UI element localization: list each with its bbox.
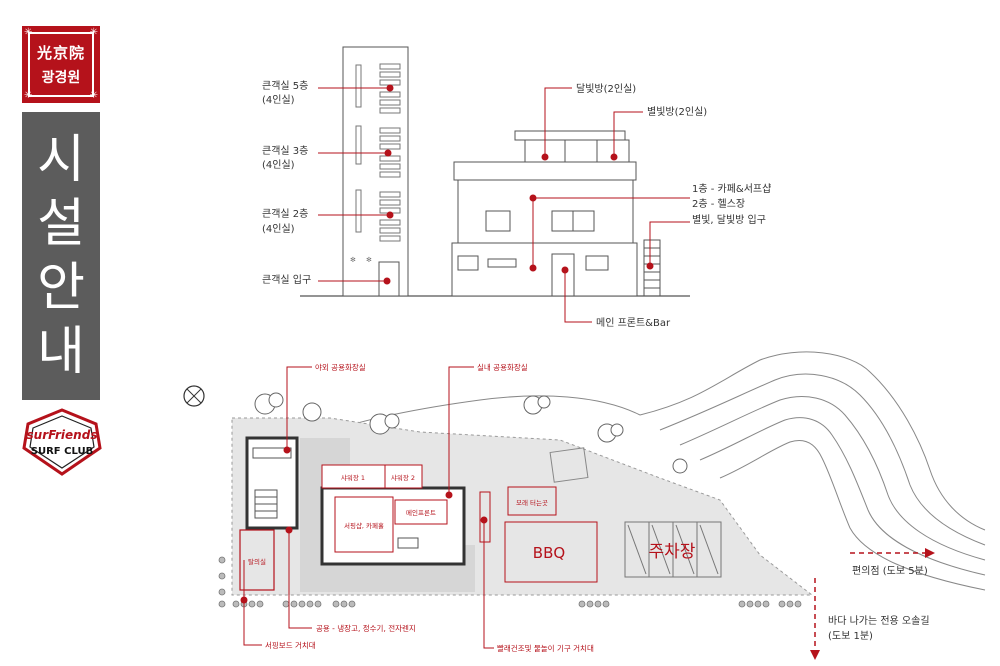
trees xyxy=(254,392,688,474)
label-beach-path-time: (도보 1분) xyxy=(828,630,873,642)
label-moonlight-room: 달빛방(2인실) xyxy=(576,83,636,95)
main-building-window xyxy=(585,255,609,271)
main-building-second-floor xyxy=(457,179,634,244)
starlight-room xyxy=(596,139,630,163)
surf-club-emblem: surFriends SURF CLUB xyxy=(22,408,102,476)
main-building-roof xyxy=(514,130,626,141)
label-surfboard-rack: 서핑보드 거치대 xyxy=(265,640,316,650)
site-plan-view: 야외 공용화장실 실내 공용화장실 공용 - 냉장고, 정수기, 전자렌지 서핑… xyxy=(183,351,986,660)
surf-emblem-shield xyxy=(22,408,102,476)
label-large-room-entrance: 큰객실 입구 xyxy=(262,273,311,286)
label-shower-2: 샤워장 2 xyxy=(391,473,415,482)
label-floor1-cafe: 1층 - 카페&서프샵 xyxy=(692,183,771,195)
label-sand-wash: 모래 터는곳 xyxy=(516,498,548,507)
label-shower-1: 샤워장 1 xyxy=(341,473,365,482)
tall-building-slit-window xyxy=(355,189,362,233)
label-outdoor-restroom: 야외 공용화장실 xyxy=(315,362,366,372)
brand-logo-hangul: 광경원 xyxy=(41,70,81,86)
label-changing-room: 탈의실 xyxy=(248,557,266,566)
main-front-desk xyxy=(394,499,448,525)
label-floor3-capacity: (4인실) xyxy=(262,159,295,171)
label-bbq: BBQ xyxy=(533,544,565,562)
surf-emblem-inner-shield xyxy=(29,415,95,469)
tall-building-light-icon: ✻ xyxy=(350,256,356,264)
arrow-down-icon xyxy=(810,650,820,660)
laundry-rack xyxy=(479,491,491,543)
logo-star-icon: ✳ xyxy=(24,27,33,38)
main-building-top-rail xyxy=(453,161,637,181)
page-title: 시설안내 xyxy=(37,130,85,382)
terrain-contours xyxy=(329,351,986,591)
brand-logo: 光京院 광경원 ✳ ✳ ✳ ✳ xyxy=(22,26,100,103)
direction-convenience-store: 편의점 (도보 5분) xyxy=(850,548,935,577)
parking-lot xyxy=(624,521,722,578)
tall-building-slit-window xyxy=(355,125,362,165)
label-beach-path: 바다 나가는 전용 오솔길 xyxy=(828,614,930,627)
sand-wash-area xyxy=(507,486,557,516)
main-building xyxy=(451,87,690,323)
label-parking: 주차장 xyxy=(649,542,696,562)
label-floor3: 큰객실 3층 xyxy=(262,145,308,157)
main-building-window xyxy=(457,255,479,271)
main-building-sign xyxy=(487,258,517,268)
surf-shop-cafe-hall xyxy=(334,496,394,553)
logo-star-icon: ✳ xyxy=(89,27,98,38)
plan-table xyxy=(397,537,419,549)
label-surf-shop-cafe: 서핑샵, 카페홀 xyxy=(344,521,384,530)
label-floor2: 큰객실 2층 xyxy=(262,208,308,220)
label-starlight-room: 별빛방(2인실) xyxy=(647,106,707,118)
logo-star-icon: ✳ xyxy=(24,90,33,101)
main-building-door xyxy=(551,253,575,297)
brand-logo-frame: 光京院 광경원 xyxy=(28,32,94,97)
surf-logo-top-text: surFriends xyxy=(27,428,98,442)
label-floor5: 큰객실 5층 xyxy=(262,80,308,92)
outdoor-restroom-fixture xyxy=(252,447,292,459)
label-floor2-gym: 2층 - 헬스장 xyxy=(692,198,745,210)
shower-room-2 xyxy=(384,464,423,489)
label-convenience-store: 편의점 (도보 5분) xyxy=(852,565,928,577)
title-panel: 시설안내 xyxy=(22,112,100,400)
tall-building-slit-window xyxy=(355,64,362,108)
tall-building: ✻ ✻ xyxy=(318,46,409,297)
label-shared-appliances: 공용 - 냉장고, 정수기, 전자렌지 xyxy=(316,623,416,633)
compass-circle-x-icon xyxy=(183,385,205,407)
logo-star-icon: ✳ xyxy=(89,90,98,101)
arrow-right-icon xyxy=(925,548,935,558)
label-main-front: 메인프론트 xyxy=(406,508,436,517)
main-building-stairs xyxy=(643,239,661,297)
label-indoor-restroom: 실내 공용화장실 xyxy=(477,362,528,372)
bbq-area xyxy=(504,521,598,583)
brand-logo-hanja: 光京院 xyxy=(36,44,85,62)
main-building-window xyxy=(485,210,511,232)
label-room-entrance: 별빛, 달빛방 입구 xyxy=(692,213,766,226)
site-shed xyxy=(549,447,589,483)
changing-room xyxy=(239,529,275,591)
elevation-view: ✻ ✻ 큰객실 5층 (4인실) 큰객실 3층 (4인 xyxy=(262,46,771,329)
label-floor2-capacity: (4인실) xyxy=(262,223,295,235)
label-main-front-bar: 메인 프론트&Bar xyxy=(596,317,671,329)
tall-building-light-icon: ✻ xyxy=(366,256,372,264)
surf-logo-bottom-text: SURF CLUB xyxy=(31,446,93,457)
label-laundry-rack: 빨래건조및 물놀이 기구 거치대 xyxy=(497,643,594,653)
main-building-ground-floor xyxy=(451,242,638,297)
label-floor5-capacity: (4인실) xyxy=(262,94,295,106)
direction-beach-path: 바다 나가는 전용 오솔길 (도보 1분) xyxy=(810,578,930,660)
